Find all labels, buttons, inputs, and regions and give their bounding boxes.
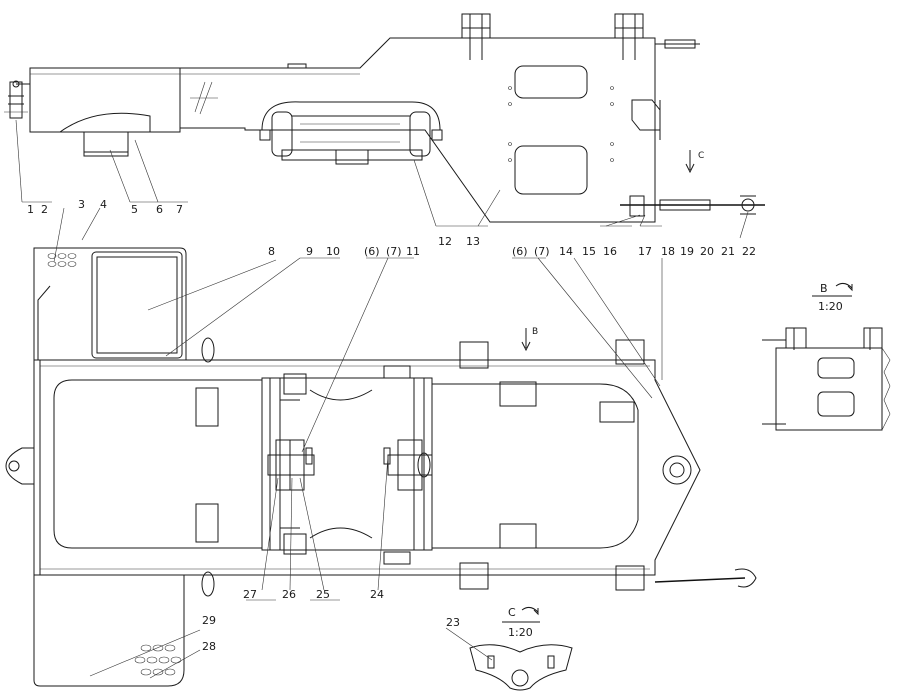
- label-8: 8: [268, 245, 275, 258]
- label-18: 18: [661, 245, 675, 258]
- label-29: 29: [202, 614, 216, 627]
- svg-text:B: B: [820, 282, 828, 295]
- label-7: 7: [176, 203, 183, 216]
- label-14: 14: [559, 245, 573, 258]
- label-2: 2: [41, 203, 48, 216]
- label-11: 11: [406, 245, 420, 258]
- label-22: 22: [742, 245, 756, 258]
- detail-c: C 1:20: [469, 606, 573, 691]
- belly-fairing: [59, 112, 151, 133]
- view-c-arrow: C: [685, 150, 704, 174]
- label-6-ref-a: (6): [364, 245, 380, 258]
- bottom-left-plate: [33, 574, 185, 687]
- label-16: 16: [603, 245, 617, 258]
- label-15: 15: [582, 245, 596, 258]
- tread-ellipses-top: [47, 253, 77, 267]
- label-10: 10: [326, 245, 340, 258]
- top-brackets: [287, 13, 700, 69]
- svg-text:B: B: [532, 327, 538, 337]
- leaders-top: [15, 119, 749, 239]
- label-26: 26: [282, 588, 296, 601]
- label-27: 27: [243, 588, 257, 601]
- tie-rod-top: [620, 195, 765, 217]
- label-23: 23: [446, 616, 460, 629]
- label-12: 12: [438, 235, 452, 248]
- svg-text:C: C: [508, 606, 516, 619]
- label-9: 9: [306, 245, 313, 258]
- label-28: 28: [202, 640, 216, 653]
- leaders-mid: [53, 207, 663, 453]
- left-clevis: [4, 80, 30, 119]
- label-6-ref-b: (6): [512, 245, 528, 258]
- label-25: 25: [316, 588, 330, 601]
- view-b-arrow: B: [521, 327, 538, 352]
- svg-text:1:20: 1:20: [818, 300, 843, 313]
- label-5: 5: [131, 203, 138, 216]
- label-7-ref-a: (7): [386, 245, 402, 258]
- label-20: 20: [700, 245, 714, 258]
- svg-text:1:20: 1:20: [508, 626, 533, 639]
- label-4: 4: [100, 198, 107, 211]
- roller-unit: [259, 101, 443, 165]
- leaders-bottom: [89, 455, 493, 679]
- detail-b: B 1:20: [762, 282, 891, 431]
- top-assembly: [4, 13, 765, 223]
- drum-left: [267, 439, 315, 491]
- label-17: 17: [638, 245, 652, 258]
- plan-view: [5, 247, 757, 687]
- label-7-ref-b: (7): [534, 245, 550, 258]
- label-6: 6: [156, 203, 163, 216]
- label-13: 13: [466, 235, 480, 248]
- label-21: 21: [721, 245, 735, 258]
- label-19: 19: [680, 245, 694, 258]
- label-3: 3: [78, 198, 85, 211]
- plate-holes: [508, 86, 614, 162]
- label-24: 24: [370, 588, 384, 601]
- svg-text:C: C: [698, 151, 704, 161]
- pivot-plate: [662, 455, 692, 485]
- chassis-outline: [33, 359, 701, 576]
- drum-right: [383, 439, 433, 491]
- label-1: 1: [27, 203, 34, 216]
- tread-ellipses-bottom: [134, 644, 182, 676]
